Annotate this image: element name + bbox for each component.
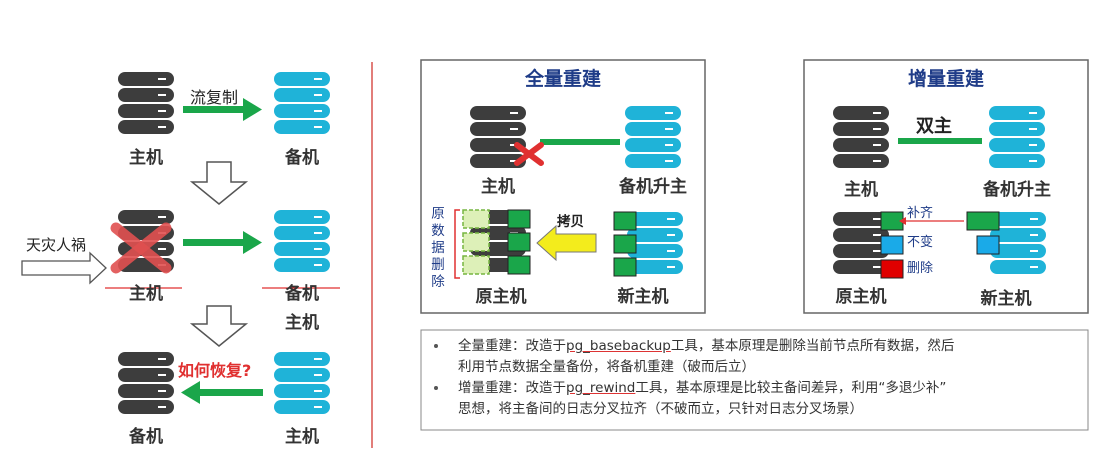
incr-deleted-block: [880, 259, 904, 279]
full-rebuild-title: 全量重建: [524, 68, 602, 90]
row3-standby-label: 备机: [129, 427, 163, 447]
recovery-arrow: [181, 381, 263, 404]
row2-new-primary-label: 主机: [285, 313, 319, 333]
copy-arrow-icon: [536, 224, 597, 262]
delete-vertical-note: 原 数 据 删 除: [430, 206, 446, 291]
full-promoted-label: 备机升主: [619, 177, 687, 197]
note-char-3: 据: [431, 240, 445, 256]
row2-standby-label: 备机: [285, 284, 319, 304]
replication-arrow-2: [183, 231, 262, 254]
disaster-label: 天灾人祸: [26, 236, 87, 254]
note2-rest: 工具，基本原理是比较主备间差异，利用“多退少补”: [635, 380, 947, 396]
source-block-2: [613, 234, 637, 254]
bullet-dot-1: [434, 344, 438, 348]
note-bullet-2-line2: 思想，将主备间的日志分叉拉齐（不破而立，只针对日志分叉场景）: [458, 401, 863, 417]
note-bullet-2-line1: 增量重建：改造于pg_rewind工具，基本原理是比较主备间差异，利用“多退少补…: [458, 378, 1078, 399]
notes-box: [420, 329, 1089, 431]
note-char-1: 原: [431, 206, 445, 222]
full-old-primary-label: 主机: [481, 177, 515, 197]
deleted-block-3: [462, 255, 490, 275]
primary-db-icon: [117, 71, 175, 135]
source-block-3: [613, 257, 637, 277]
deleted-block-2: [462, 232, 490, 252]
incr-unchanged-block: [880, 235, 904, 255]
dual-primary-link: [898, 138, 982, 144]
note1-rest: 工具，基本原理是删除当前节点所有数据，然后: [670, 338, 955, 354]
bullet-dot-2: [434, 386, 438, 390]
row1-standby-label: 备机: [285, 148, 319, 168]
source-block-1: [613, 211, 637, 231]
recover-question-label: 如何恢复?: [178, 361, 252, 380]
note-char-5: 除: [431, 274, 445, 290]
copied-block-3: [507, 255, 531, 275]
deletion-bracket: [454, 209, 460, 279]
fill-arrowhead: [899, 217, 906, 225]
note-char-2: 数: [431, 223, 445, 239]
copy-label: 拷贝: [557, 214, 584, 230]
new-standby-db-icon: [117, 351, 175, 415]
row3-primary-label: 主机: [285, 427, 319, 447]
down-arrow-icon-2: [189, 305, 249, 347]
disaster-arrow-icon: [21, 251, 107, 285]
incr-source-block-1: [966, 211, 1000, 231]
incr-source-block-2: [976, 235, 1000, 255]
full-break-cross-icon: [514, 142, 544, 166]
full-orig-primary-label: 原主机: [475, 287, 527, 307]
deleted-block-1: [462, 209, 490, 229]
copied-block-2: [507, 232, 531, 252]
incr-promoted-label: 备机升主: [983, 180, 1051, 200]
full-new-primary-label: 新主机: [617, 287, 669, 307]
note-bullet-1: 全量重建：改造于pg_basebackup工具，基本原理是删除当前节点所有数据，…: [458, 336, 1078, 378]
note-bullet-1-line1: 全量重建：改造于pg_basebackup工具，基本原理是删除当前节点所有数据，…: [458, 336, 1078, 357]
fill-label: 补齐: [907, 206, 934, 221]
replication-arrow: [183, 98, 262, 121]
down-arrow-icon: [189, 161, 249, 205]
row1-primary-label: 主机: [129, 148, 163, 168]
full-broken-link: [540, 139, 620, 145]
failure-cross-icon: [110, 222, 172, 274]
incr-orig-primary-label: 原主机: [835, 287, 887, 307]
incr-old-primary-label: 主机: [844, 180, 878, 200]
row2-primary-label: 主机: [129, 284, 163, 304]
incremental-rebuild-title: 增量重建: [907, 68, 985, 90]
copied-block-1: [507, 209, 531, 229]
standby-db-icon-2: [273, 209, 331, 273]
flow-replication-label: 流复制: [190, 88, 239, 107]
standby-db-icon: [273, 71, 331, 135]
dual-primary-label: 双主: [916, 116, 952, 137]
note-bullet-2: 增量重建：改造于pg_rewind工具，基本原理是比较主备间差异，利用“多退少补…: [458, 378, 1078, 420]
new-primary-db-icon: [273, 351, 331, 415]
note-bullet-1-line2: 利用节点数据全量备份，将备机重建（破而后立）: [458, 359, 755, 375]
note2-prefix: 增量重建：改造于: [458, 380, 566, 396]
unchanged-label: 不变: [907, 235, 934, 250]
note-char-4: 删: [431, 257, 445, 273]
incr-new-primary-label: 新主机: [980, 289, 1032, 309]
note2-tool: pg_rewind: [566, 380, 636, 396]
delete-label: 删除: [907, 261, 934, 276]
note1-prefix: 全量重建：改造于: [458, 338, 566, 354]
note1-tool: pg_basebackup: [566, 338, 671, 354]
